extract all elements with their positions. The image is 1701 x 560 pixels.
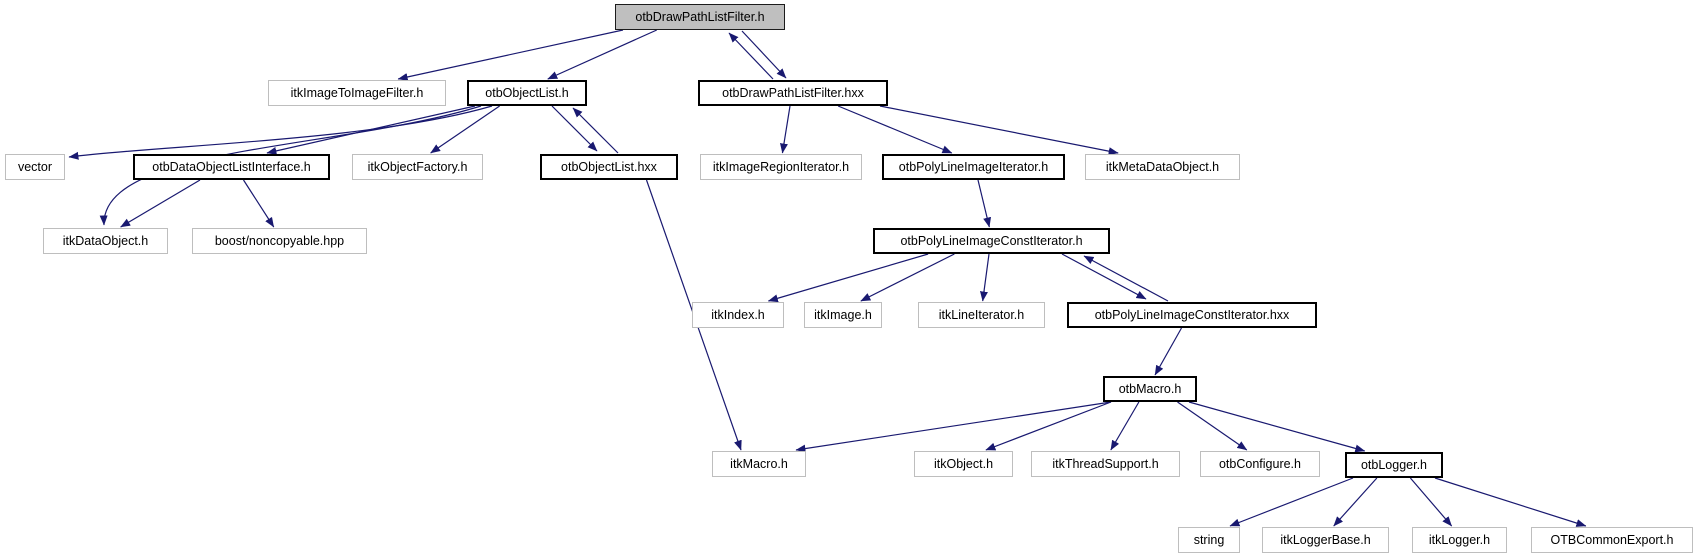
edge-otbDrawPathListFilter_hxx-to-itkMetaDataObject_h bbox=[879, 105, 1119, 156]
node-itkObjectFactory_h[interactable]: itkObjectFactory.h bbox=[352, 154, 483, 180]
node-otbObjectList_hxx[interactable]: otbObjectList.hxx bbox=[540, 154, 678, 180]
edge-otbDrawPathListFilter_hxx-to-main bbox=[728, 32, 774, 80]
edge-otbPolyLineImageConstIterator_h-to-itkLineIterator_h bbox=[979, 253, 990, 302]
edge-otbPolyLineImageConstIterator_hxx-to-otbPolyLineImageConstIterator_h bbox=[1083, 255, 1169, 302]
edge-otbLogger_h-to-string bbox=[1229, 477, 1354, 527]
node-otbConfigure_h[interactable]: otbConfigure.h bbox=[1200, 451, 1320, 477]
edge-otbDataObjectListInterface_h-to-itkDataObject_h bbox=[120, 179, 201, 228]
node-otbLogger_h[interactable]: otbLogger.h bbox=[1345, 452, 1443, 478]
edge-otbObjectList_h-to-otbDataObjectListInterface_h bbox=[266, 105, 476, 155]
edge-otbDrawPathListFilter_hxx-to-otbPolyLineImageIterator_h bbox=[837, 105, 953, 154]
edge-main-to-otbDrawPathListFilter_hxx bbox=[741, 30, 787, 79]
edge-otbObjectList_h-to-itkObjectFactory_h bbox=[430, 105, 500, 154]
node-itkLogger_h[interactable]: itkLogger.h bbox=[1412, 527, 1507, 553]
edge-main-to-otbObjectList_h bbox=[547, 29, 657, 80]
node-otbPolyLineImageConstIterator_hxx[interactable]: otbPolyLineImageConstIterator.hxx bbox=[1067, 302, 1317, 328]
node-itkMetaDataObject_h[interactable]: itkMetaDataObject.h bbox=[1085, 154, 1240, 180]
edge-otbPolyLineImageConstIterator_h-to-itkIndex_h bbox=[767, 253, 929, 303]
node-itkLineIterator_h[interactable]: itkLineIterator.h bbox=[918, 302, 1045, 328]
node-otbDrawPathListFilter_hxx[interactable]: otbDrawPathListFilter.hxx bbox=[698, 80, 888, 106]
edge-otbLogger_h-to-itkLogger_h bbox=[1409, 477, 1453, 527]
edge-main-to-itkImageToImageFilter_h bbox=[397, 29, 624, 81]
edge-otbPolyLineImageConstIterator_h-to-otbPolyLineImageConstIterator_hxx bbox=[1061, 253, 1147, 300]
node-itkObject_h[interactable]: itkObject.h bbox=[914, 451, 1013, 477]
node-otbPolyLineImageIterator_h[interactable]: otbPolyLineImageIterator.h bbox=[882, 154, 1065, 180]
node-otbPolyLineImageConstIterator_h[interactable]: otbPolyLineImageConstIterator.h bbox=[873, 228, 1110, 254]
node-otbObjectList_h[interactable]: otbObjectList.h bbox=[467, 80, 587, 106]
edge-otbLogger_h-to-itkLoggerBase_h bbox=[1333, 477, 1378, 527]
node-itkThreadSupport_h[interactable]: itkThreadSupport.h bbox=[1031, 451, 1180, 477]
node-itkImageRegionIterator_h[interactable]: itkImageRegionIterator.h bbox=[700, 154, 862, 180]
edge-otbLogger_h-to-OTBCommonExport_h bbox=[1434, 477, 1587, 527]
edge-otbPolyLineImageConstIterator_h-to-itkImage_h bbox=[860, 253, 955, 302]
edge-otbObjectList_h-to-vector bbox=[68, 105, 493, 160]
edge-otbObjectList_hxx-to-otbObjectList_h bbox=[572, 107, 619, 154]
node-itkLoggerBase_h[interactable]: itkLoggerBase.h bbox=[1262, 527, 1389, 553]
node-itkImageToImageFilter_h[interactable]: itkImageToImageFilter.h bbox=[268, 80, 446, 106]
edge-otbMacro_h-to-itkObject_h bbox=[985, 401, 1112, 451]
node-string[interactable]: string bbox=[1178, 527, 1240, 553]
edge-otbMacro_h-to-itkThreadSupport_h bbox=[1110, 401, 1140, 451]
node-itkMacro_h[interactable]: itkMacro.h bbox=[712, 451, 806, 477]
edge-otbMacro_h-to-otbConfigure_h bbox=[1177, 401, 1248, 451]
node-itkIndex_h[interactable]: itkIndex.h bbox=[692, 302, 784, 328]
node-otbMacro_h[interactable]: otbMacro.h bbox=[1103, 376, 1197, 402]
edge-otbDataObjectListInterface_h-to-boost_noncopyable_hpp bbox=[242, 179, 275, 228]
node-otbDataObjectListInterface_h[interactable]: otbDataObjectListInterface.h bbox=[133, 154, 330, 180]
node-main[interactable]: otbDrawPathListFilter.h bbox=[615, 4, 785, 30]
node-itkDataObject_h[interactable]: itkDataObject.h bbox=[43, 228, 168, 254]
edge-otbPolyLineImageConstIterator_hxx-to-otbMacro_h bbox=[1154, 327, 1183, 376]
node-vector[interactable]: vector bbox=[5, 154, 65, 180]
edge-otbDrawPathListFilter_hxx-to-itkImageRegionIterator_h bbox=[779, 105, 791, 154]
edge-otbObjectList_h-to-otbObjectList_hxx bbox=[551, 105, 598, 152]
edge-otbPolyLineImageIterator_h-to-otbPolyLineImageConstIterator_h bbox=[977, 179, 992, 228]
node-boost_noncopyable_hpp[interactable]: boost/noncopyable.hpp bbox=[192, 228, 367, 254]
node-itkImage_h[interactable]: itkImage.h bbox=[804, 302, 882, 328]
edge-otbMacro_h-to-otbLogger_h bbox=[1188, 401, 1366, 453]
edge-otbObjectList_h-to-itkDataObject_h bbox=[99, 105, 482, 226]
node-OTBCommonExport_h[interactable]: OTBCommonExport.h bbox=[1531, 527, 1693, 553]
edge-otbMacro_h-to-itkMacro_h bbox=[795, 401, 1112, 453]
